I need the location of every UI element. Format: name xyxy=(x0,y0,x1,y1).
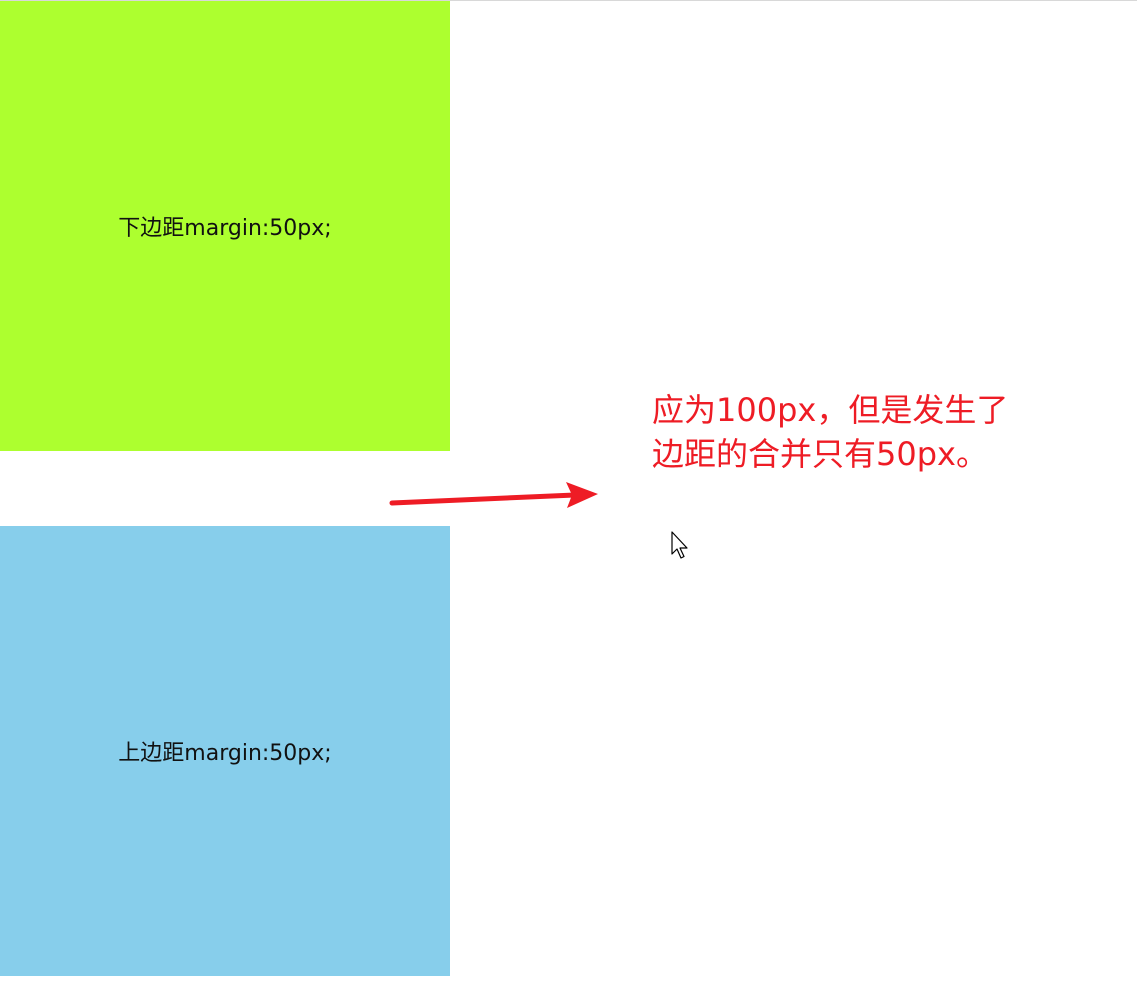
green-box-label: 下边距margin:50px; xyxy=(118,216,332,241)
arrow-right-icon xyxy=(389,482,598,508)
note-line-2: 边距的合并只有50px。 xyxy=(652,435,988,473)
blue-box-top-margin: 上边距margin:50px; xyxy=(0,526,450,976)
green-box-bottom-margin: 下边距margin:50px; xyxy=(0,1,450,451)
top-divider xyxy=(0,0,1137,1)
mouse-pointer-icon xyxy=(671,531,688,559)
blue-box-label: 上边距margin:50px; xyxy=(118,741,332,766)
margin-collapse-note: 应为100px，但是发生了 边距的合并只有50px。 xyxy=(652,388,1092,476)
note-line-1: 应为100px，但是发生了 xyxy=(652,391,1009,429)
